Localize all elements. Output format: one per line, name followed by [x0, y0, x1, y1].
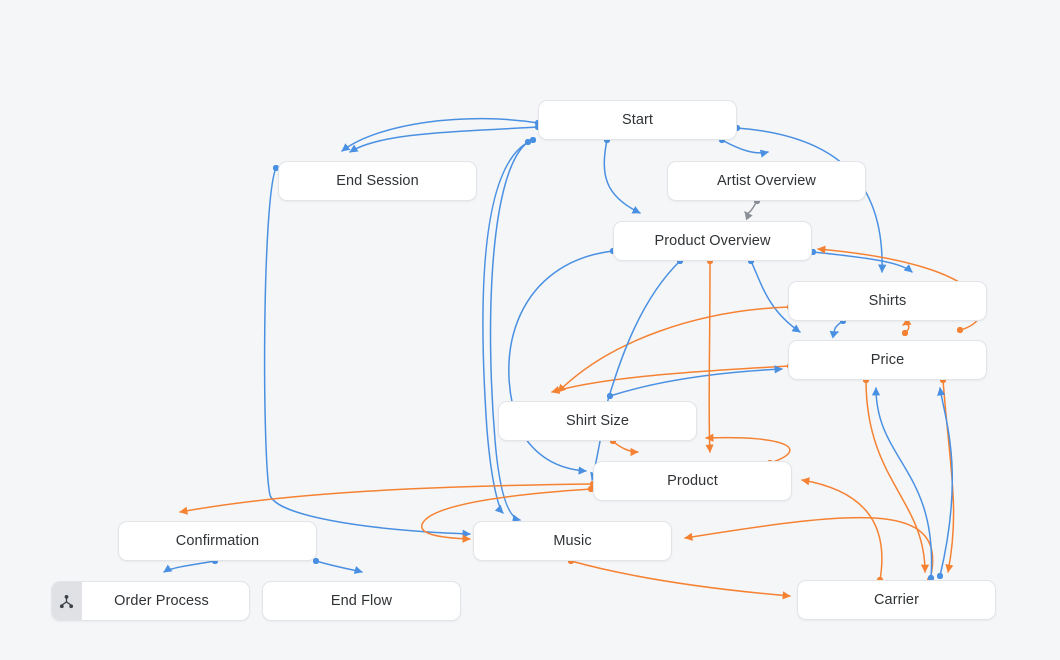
node-product[interactable]: Product [593, 461, 792, 501]
node-price[interactable]: Price [788, 340, 987, 380]
node-end-flow[interactable]: End Flow [262, 581, 461, 621]
node-label: Product Overview [654, 233, 771, 249]
node-shirts[interactable]: Shirts [788, 281, 987, 321]
node-label: Music [553, 533, 592, 549]
node-artist-overview[interactable]: Artist Overview [667, 161, 866, 201]
node-label: Carrier [873, 592, 919, 608]
node-music[interactable]: Music [473, 521, 672, 561]
node-label: Order Process [114, 593, 209, 609]
node-carrier[interactable]: Carrier [797, 580, 996, 620]
node-label: Price [870, 352, 905, 368]
node-shirt-size[interactable]: Shirt Size [498, 401, 697, 441]
node-start[interactable]: Start [538, 100, 737, 140]
node-product-overview[interactable]: Product Overview [613, 221, 812, 261]
node-label: Confirmation [175, 533, 260, 549]
hierarchy-icon [52, 582, 82, 620]
node-label: Shirts [868, 293, 907, 309]
node-label: End Session [336, 173, 419, 189]
node-confirmation[interactable]: Confirmation [118, 521, 317, 561]
node-end-session[interactable]: End Session [278, 161, 477, 201]
node-label: Start [621, 112, 654, 128]
node-label: Product [667, 473, 718, 489]
node-order-process[interactable]: Order Process [51, 581, 250, 621]
node-label: Shirt Size [565, 413, 630, 429]
node-label: End Flow [330, 593, 393, 609]
node-label: Artist Overview [717, 173, 816, 189]
